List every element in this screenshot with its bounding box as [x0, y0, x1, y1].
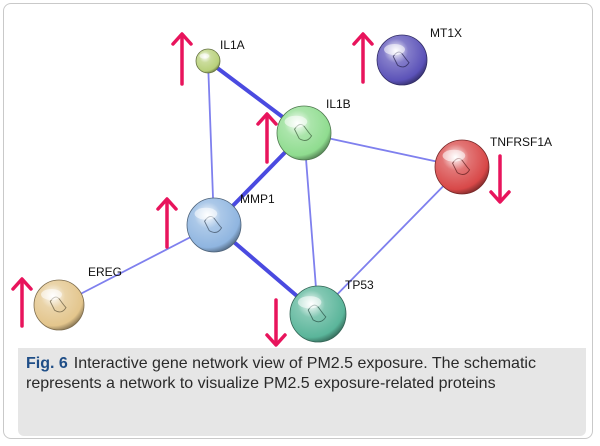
tp53-bubble: [289, 285, 347, 343]
edge-il1b-tp53: [303, 132, 319, 315]
ereg-highlight: [41, 289, 62, 300]
node-mmp1[interactable]: MMP1: [186, 192, 275, 253]
mt1x-up-arrow-icon: [352, 32, 374, 84]
mmp1-up-arrow-icon: [156, 197, 178, 249]
tnfrsf1a-down-arrow-icon: [489, 154, 511, 204]
il1b-label: IL1B: [326, 97, 351, 111]
tp53-label: TP53: [345, 278, 374, 292]
il1b-up-arrow-icon: [256, 112, 278, 164]
arrow-layer: [11, 32, 511, 347]
caption-body: Interactive gene network view of PM2.5 e…: [26, 355, 536, 392]
ereg-bubble: [33, 279, 85, 331]
mmp1-highlight: [194, 207, 218, 220]
il1a-up-arrow-icon: [171, 32, 193, 86]
mmp1-label: MMP1: [240, 192, 275, 206]
il1b-highlight: [284, 115, 308, 128]
il1b-bubble: [276, 105, 332, 161]
edge-tnfrsf1a-tp53: [317, 166, 463, 315]
node-il1a[interactable]: IL1A: [195, 38, 245, 74]
mt1x-bubble: [376, 34, 428, 86]
ereg-up-arrow-icon: [11, 277, 33, 328]
tp53-highlight: [297, 296, 322, 309]
tnfrsf1a-label: TNFRSF1A: [490, 135, 552, 149]
il1a-highlight: [199, 53, 210, 59]
node-tp53[interactable]: TP53: [289, 278, 374, 343]
edge-mmp1-ereg: [58, 224, 215, 306]
tp53-down-arrow-icon: [265, 298, 287, 347]
il1a-label: IL1A: [220, 38, 245, 52]
mt1x-highlight: [384, 44, 405, 55]
mmp1-bubble: [186, 197, 242, 253]
node-il1b[interactable]: IL1B: [276, 97, 351, 161]
il1a-bubble: [195, 48, 221, 74]
ereg-label: EREG: [88, 265, 122, 279]
node-ereg[interactable]: EREG: [33, 265, 122, 331]
node-tnfrsf1a[interactable]: TNFRSF1A: [434, 135, 552, 195]
mt1x-label: MT1X: [430, 26, 462, 40]
tnfrsf1a-bubble: [434, 139, 490, 195]
node-mt1x[interactable]: MT1X: [376, 26, 462, 86]
figure-label: Fig. 6: [26, 355, 68, 372]
tnfrsf1a-highlight: [442, 149, 466, 162]
